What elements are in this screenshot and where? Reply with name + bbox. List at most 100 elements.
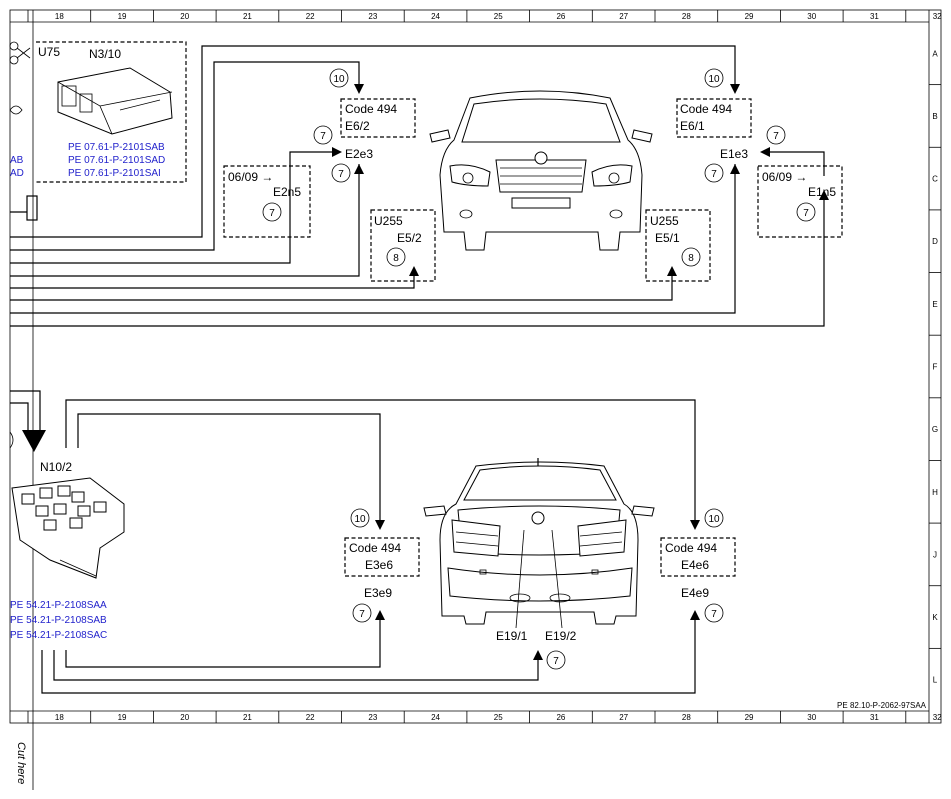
column-label-26: 26 xyxy=(556,713,565,722)
n10-2-ref-1[interactable]: PE 54.21-P-2108SAA xyxy=(10,600,107,611)
control-unit-module-icon xyxy=(57,67,173,135)
svg-text:7: 7 xyxy=(711,609,717,620)
n3-10-ref-3[interactable]: PE 07.61-P-2101SAI xyxy=(68,168,161,179)
e19-1-leader xyxy=(515,529,525,629)
e6-2-label: E6/2 xyxy=(345,119,370,133)
column-label-29: 29 xyxy=(745,713,754,722)
e4e9-label: E4e9 xyxy=(681,586,709,600)
column-label-22: 22 xyxy=(306,12,315,21)
column-label-27: 27 xyxy=(619,713,628,722)
column-label-23: 23 xyxy=(368,12,377,21)
u75-label: U75 xyxy=(38,45,60,59)
e4e6-label: E4e6 xyxy=(681,558,709,572)
code494-e3e6-box xyxy=(344,537,420,577)
column-label-20: 20 xyxy=(180,12,189,21)
arrowheads-top xyxy=(332,84,829,276)
circle-ref-10-c: 10 xyxy=(350,508,370,528)
column-label-29: 29 xyxy=(745,12,754,21)
circle-ref-7-e: 7 xyxy=(262,202,282,222)
column-label-25: 25 xyxy=(494,713,503,722)
circle-ref-7-g: 7 xyxy=(352,603,372,623)
column-label-21: 21 xyxy=(243,12,252,21)
date-0609-left: 06/09 → xyxy=(228,170,273,184)
e2e3-label: E2e3 xyxy=(345,147,373,161)
e5-1-label: E5/1 xyxy=(655,231,680,245)
svg-text:7: 7 xyxy=(359,609,365,620)
top-wires xyxy=(10,45,825,327)
page-reference: PE 82.10-P-2062-97SAA xyxy=(837,701,927,710)
code494-label-2: Code 494 xyxy=(680,102,732,116)
code494-e6-1-box xyxy=(676,98,752,138)
column-label-18: 18 xyxy=(55,713,64,722)
code494-e6-2-box xyxy=(340,98,416,138)
e3e6-label: E3e6 xyxy=(365,558,393,572)
n3-10-box xyxy=(36,41,187,183)
svg-text:7: 7 xyxy=(773,131,779,142)
code494-e4e6-box xyxy=(660,537,736,577)
column-label-31: 31 xyxy=(870,12,879,21)
column-label-24: 24 xyxy=(431,12,440,21)
row-label-A: A xyxy=(932,49,938,58)
code494-label-3: Code 494 xyxy=(349,541,401,555)
column-label-32: 32 xyxy=(933,713,942,722)
svg-text:7: 7 xyxy=(803,208,809,219)
n10-2-label: N10/2 xyxy=(40,460,72,474)
column-label-25: 25 xyxy=(494,12,503,21)
circle-ref-7-d: 7 xyxy=(704,163,724,183)
column-label-28: 28 xyxy=(682,12,691,21)
circle-ref-10-a: 10 xyxy=(329,68,349,88)
column-label-30: 30 xyxy=(807,713,816,722)
n3-10-ref-1[interactable]: PE 07.61-P-2101SAB xyxy=(68,142,165,153)
row-label-F: F xyxy=(933,363,938,372)
cut-here-label: Cut here xyxy=(15,742,27,784)
e3e9-label: E3e9 xyxy=(364,586,392,600)
circle-ref-10-b: 10 xyxy=(704,68,724,88)
row-label-L: L xyxy=(933,676,938,685)
column-label-19: 19 xyxy=(118,713,127,722)
car-rear-view-icon xyxy=(423,458,655,625)
n3-10-ref-2[interactable]: PE 07.61-P-2101SAD xyxy=(68,155,165,166)
row-label-C: C xyxy=(932,175,938,184)
car-front-view-icon xyxy=(429,90,653,251)
partial-ref-ab[interactable]: AB xyxy=(10,155,24,166)
circle-ref-7-a: 7 xyxy=(313,125,333,145)
e1n5-box xyxy=(757,165,843,238)
svg-text:8: 8 xyxy=(393,253,399,264)
e19-2-label: E19/2 xyxy=(545,629,577,643)
circle-ref-7-b: 7 xyxy=(331,163,351,183)
circle-ref-7-h: 7 xyxy=(704,603,724,623)
frame-border xyxy=(9,9,942,724)
svg-text:7: 7 xyxy=(320,131,326,142)
svg-text:10: 10 xyxy=(354,514,366,525)
u255-label-1: U255 xyxy=(374,214,403,228)
e1e3-label: E1e3 xyxy=(720,147,748,161)
circle-ref-7-c: 7 xyxy=(766,125,786,145)
row-label-E: E xyxy=(932,300,937,309)
e1n5-label: E1n5 xyxy=(808,185,836,199)
fuse-box-module-icon xyxy=(11,477,125,579)
circle-ref-8-b: 8 xyxy=(681,247,701,267)
date-0609-right: 06/09 → xyxy=(762,170,807,184)
svg-text:10: 10 xyxy=(708,514,720,525)
e2n5-label: E2n5 xyxy=(273,185,301,199)
u255-e5-2-box xyxy=(370,209,436,282)
row-label-H: H xyxy=(932,488,938,497)
column-label-19: 19 xyxy=(118,12,127,21)
column-label-20: 20 xyxy=(180,713,189,722)
column-label-22: 22 xyxy=(306,713,315,722)
column-label-24: 24 xyxy=(431,713,440,722)
bottom-left-arrows xyxy=(9,390,46,452)
row-label-K: K xyxy=(932,613,938,622)
scissors-icon xyxy=(9,41,31,65)
partial-ref-ad[interactable]: AD xyxy=(10,168,24,179)
u255-label-2: U255 xyxy=(650,214,679,228)
column-label-31: 31 xyxy=(870,713,879,722)
n10-2-ref-2[interactable]: PE 54.21-P-2108SAB xyxy=(10,615,107,626)
svg-text:7: 7 xyxy=(711,169,717,180)
column-label-21: 21 xyxy=(243,713,252,722)
n10-2-ref-3[interactable]: PE 54.21-P-2108SAC xyxy=(10,630,107,641)
e5-2-label: E5/2 xyxy=(397,231,422,245)
